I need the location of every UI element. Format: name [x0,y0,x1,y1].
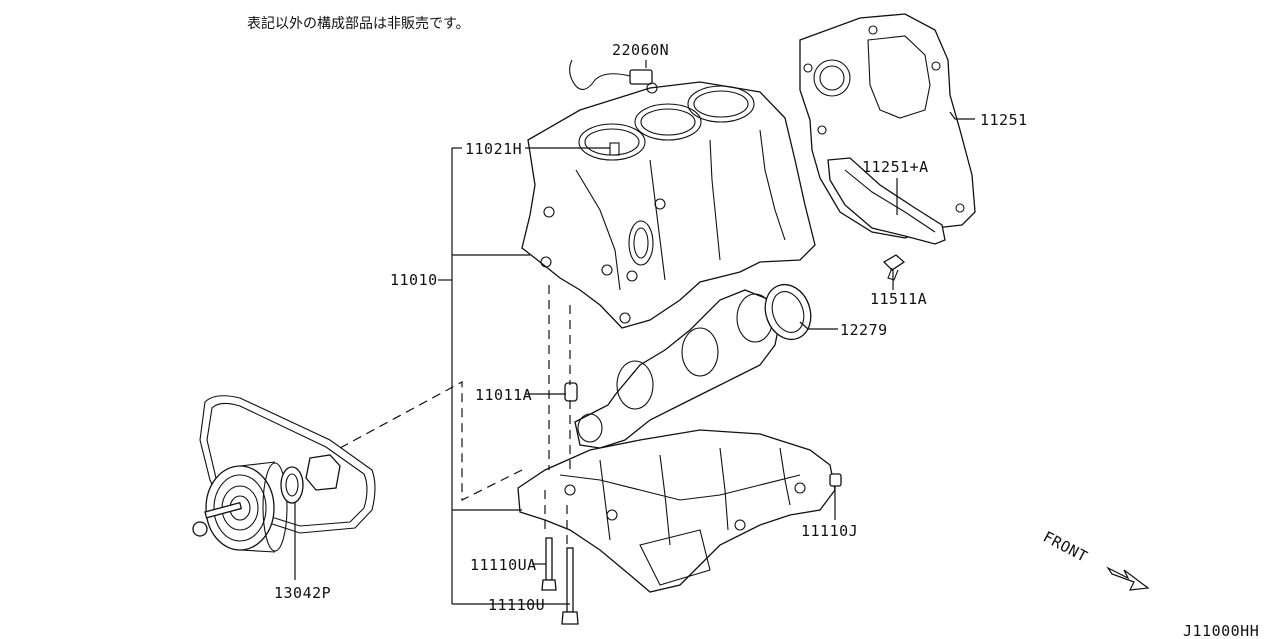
label-plug: 11110J [801,522,858,540]
label-block: 11010 [390,271,438,289]
dowel-pin[interactable] [564,382,578,402]
knock-sensor[interactable] [569,59,658,94]
label-rear-bolt: 11511A [870,290,927,308]
drawing-code: J11000HH [1183,622,1259,639]
label-knock-sensor: 22060N [612,41,669,59]
label-oil-seal: 12279 [840,321,888,339]
label-bolt-u: 11110U [488,596,545,614]
belt[interactable] [199,395,376,534]
label-rear-plate-cover: 11251+A [862,158,929,176]
cylinder-block[interactable] [521,81,816,329]
oil-seal[interactable] [758,278,818,346]
label-stud: 11021H [465,140,522,158]
front-arrow-icon [1106,566,1150,591]
rear-bolt[interactable] [882,254,906,281]
lower-block[interactable] [517,429,836,593]
label-rear-plate: 11251 [980,111,1028,129]
leader-lines [294,60,975,605]
header-note: 表記以外の構成部品は非販売です。 [247,15,470,32]
label-pulley: 13042P [274,584,331,602]
crank-pulley[interactable] [192,454,341,553]
rear-plate-cover[interactable] [827,157,946,245]
bolt-ua[interactable] [541,537,557,591]
front-indicator: FRONT [1040,528,1150,591]
crankshaft[interactable] [574,289,781,449]
label-dowel: 11011A [475,386,532,404]
front-label: FRONT [1040,528,1091,566]
plug[interactable] [829,473,842,487]
label-bolt-ua: 11110UA [470,556,537,574]
bolt-u[interactable] [561,547,579,625]
